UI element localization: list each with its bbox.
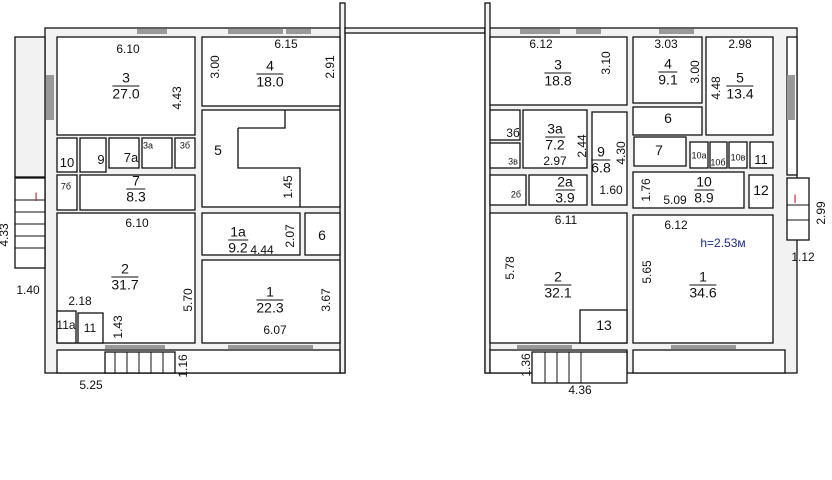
dim: 2.91 (323, 55, 337, 79)
room-left-9: 9 (97, 152, 105, 167)
dim: 1.16 (176, 354, 190, 378)
room-right-7: 7 (655, 142, 663, 158)
dim: 4.33 (0, 223, 11, 247)
dim: 2.97 (543, 154, 567, 168)
dim: 6.10 (125, 216, 149, 230)
entry-mark-left: I (34, 190, 38, 204)
room-right-10a: 10а (691, 150, 707, 161)
room-left-7b: 7б (60, 181, 72, 192)
room-left-11a: 11а (56, 318, 76, 332)
dim: 3.10 (599, 51, 613, 75)
dim: 6.11 (554, 213, 578, 227)
stairs (15, 199, 809, 383)
room-right-10b: 10б (710, 157, 726, 168)
dim: 6.07 (263, 323, 287, 337)
dim: 6.12 (664, 218, 688, 232)
room-left-10: 10 (59, 155, 75, 170)
dim: 3.67 (319, 288, 333, 312)
dim: 4.30 (614, 141, 628, 165)
dim: 4.36 (568, 383, 592, 397)
dim: 5.09 (663, 193, 687, 207)
room-left-6: 6 (318, 227, 326, 243)
room-left-5: 5 (214, 142, 222, 158)
room-right-6: 6 (664, 110, 672, 126)
room-right-12: 12 (753, 182, 769, 198)
dim: 5.78 (503, 256, 517, 280)
dim: 6.10 (116, 42, 140, 56)
dim: 1.60 (599, 183, 623, 197)
dim: 1.12 (791, 250, 815, 264)
ceiling-height-note: h=2.53м (700, 236, 746, 250)
room-left-11: 11 (83, 321, 97, 335)
dim: 2.98 (728, 37, 752, 51)
room-left-7a: 7а (123, 150, 139, 165)
dim: 5.25 (79, 378, 103, 392)
dim: 6.12 (529, 37, 553, 51)
dim: 4.44 (250, 243, 274, 257)
dim: 2.99 (814, 201, 828, 225)
room-left-3b: 3б (179, 140, 191, 151)
room-right-3v: 3в (508, 156, 518, 167)
dim: 1.45 (281, 175, 295, 199)
windows (46, 29, 795, 349)
dim: 1.76 (639, 178, 653, 202)
room-left-3a: 3а (142, 140, 154, 151)
dim: 6.15 (274, 37, 298, 51)
dim: 1.40 (16, 283, 40, 297)
dim: 1.36 (519, 353, 533, 377)
entry-mark-right: I (793, 192, 797, 206)
dim: 2.18 (68, 294, 92, 308)
dim: 3.00 (208, 55, 222, 79)
dim: 1.43 (111, 315, 125, 339)
dim: 5.65 (640, 260, 654, 284)
dim: 4.43 (170, 86, 184, 110)
room-right-3b: 3б (506, 126, 520, 140)
dim: 3.00 (688, 60, 702, 84)
room-right-10v: 10в (730, 152, 746, 163)
dim: 4.48 (709, 76, 723, 100)
dim: 2.07 (283, 224, 297, 248)
room-right-11: 11 (754, 152, 768, 167)
dim: 2.44 (575, 134, 589, 158)
room-right-2b: 2б (510, 189, 522, 200)
room-right-13: 13 (596, 317, 612, 333)
dim: 5.70 (181, 288, 195, 312)
dim: 3.03 (654, 37, 678, 51)
